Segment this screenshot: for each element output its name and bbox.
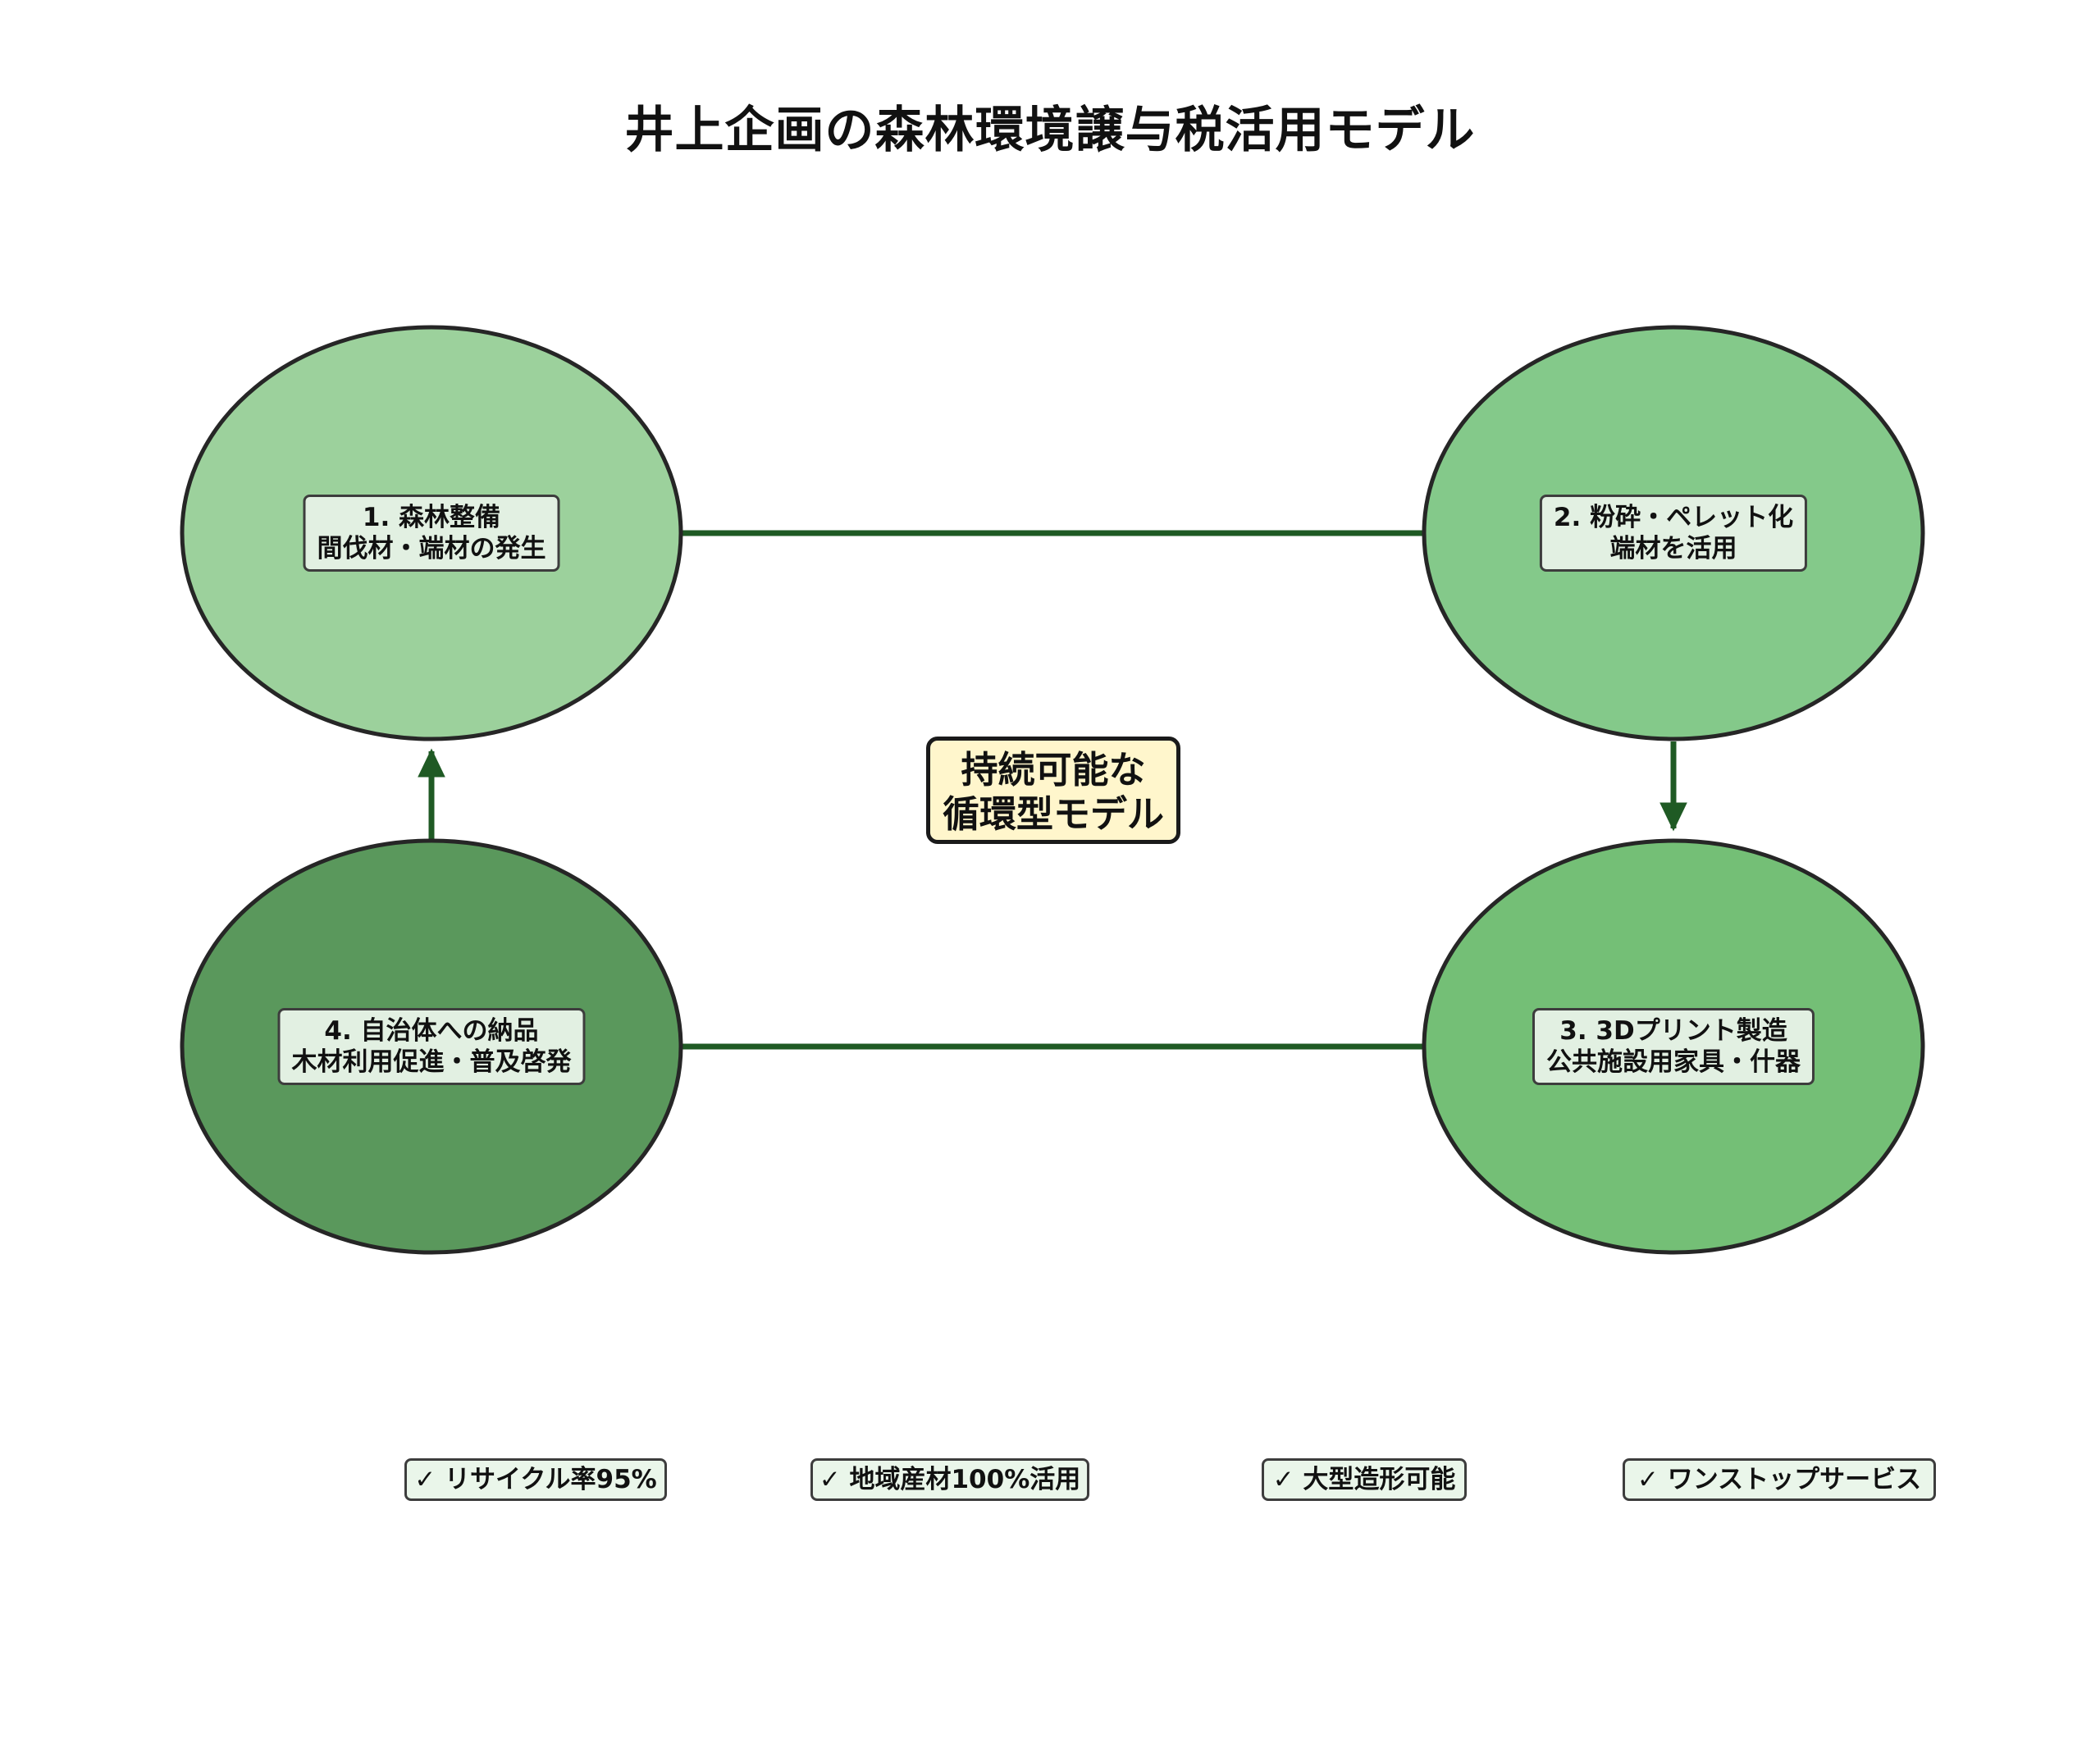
node-4-subtitle: 木材利用促進・普及啓発 (291, 1047, 572, 1077)
node-1-subtitle: 間伐材・端材の発生 (317, 534, 546, 563)
center-concept-box: 持続可能な 循環型モデル (926, 737, 1180, 844)
node-1-title: 1. 森林整備 (362, 503, 501, 532)
node-1-label: 1. 森林整備 間伐材・端材の発生 (303, 495, 560, 572)
feature-badge-recycle-rate: ✓ リサイクル率95% (404, 1458, 667, 1501)
page-title: 井上企画の森林環境譲与税活用モデル (624, 102, 1476, 159)
node-2-title: 2. 粉砕・ペレット化 (1553, 503, 1794, 532)
node-2-label: 2. 粉砕・ペレット化 端材を活用 (1539, 495, 1808, 572)
feature-badge-local-timber: ✓ 地域産材100%活用 (810, 1458, 1089, 1501)
center-line-1: 持続可能な (961, 748, 1146, 791)
feature-badge-large-scale: ✓ 大型造形可能 (1262, 1458, 1467, 1501)
feature-badge-one-stop: ✓ ワンストップサービス (1623, 1458, 1936, 1501)
node-4-label: 4. 自治体への納品 木材利用促進・普及啓発 (277, 1008, 586, 1085)
node-3-subtitle: 公共施設用家具・什器 (1546, 1047, 1801, 1077)
node-3-title: 3. 3Dプリント製造 (1559, 1016, 1787, 1046)
node-3-label: 3. 3Dプリント製造 公共施設用家具・什器 (1532, 1008, 1815, 1085)
node-2-subtitle: 端材を活用 (1609, 534, 1737, 563)
center-line-2: 循環型モデル (942, 792, 1164, 836)
node-4-title: 4. 自治体への納品 (324, 1016, 539, 1046)
